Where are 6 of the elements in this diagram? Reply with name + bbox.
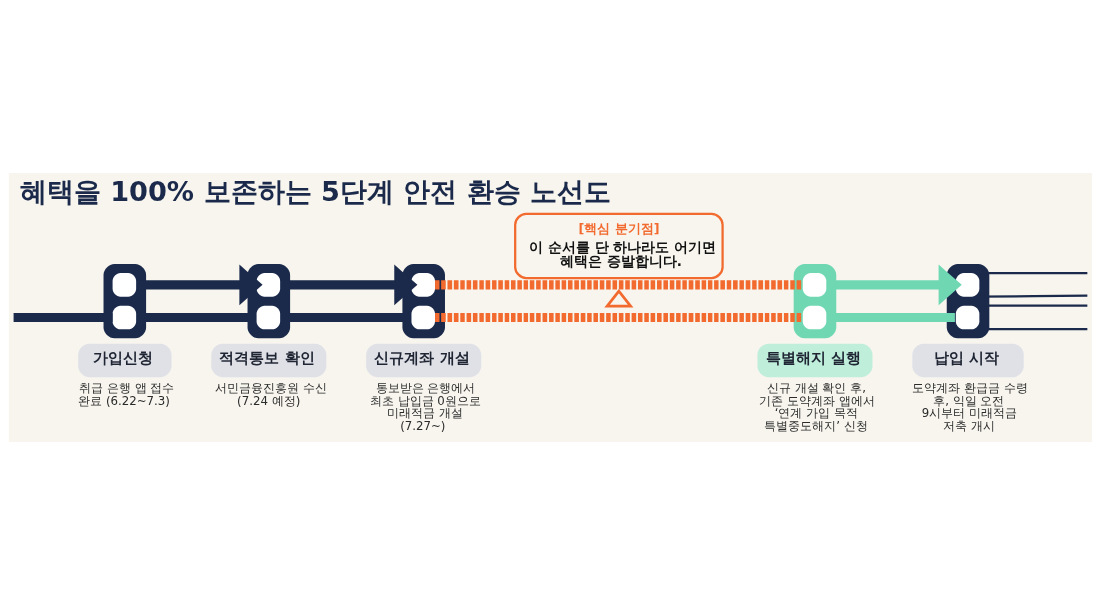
diagram-title: 혜택을 100% 보존하는 5단계 안전 환승 노선도 [19, 175, 612, 207]
node-label: 도약계좌 환급금 수령 후, 익일 오전 9시부터 미래적금 저축 개시 [912, 380, 1028, 433]
node-label: 서민금융진흥원 수신 (7.24 예정) [214, 380, 327, 408]
node-label: 통보받은 은행에서 최초 납입금 0원으로 미래적금 개설 (7.27~) [369, 380, 481, 433]
node-label: 신규 개설 확인 후, 기존 도약계좌 앱에서 ‘연계 가입 목적 특별중도해지’ 신청 [759, 380, 875, 433]
node-label: 취급 은행 앱 접수 완료 (6.22~7.3) [78, 380, 175, 408]
